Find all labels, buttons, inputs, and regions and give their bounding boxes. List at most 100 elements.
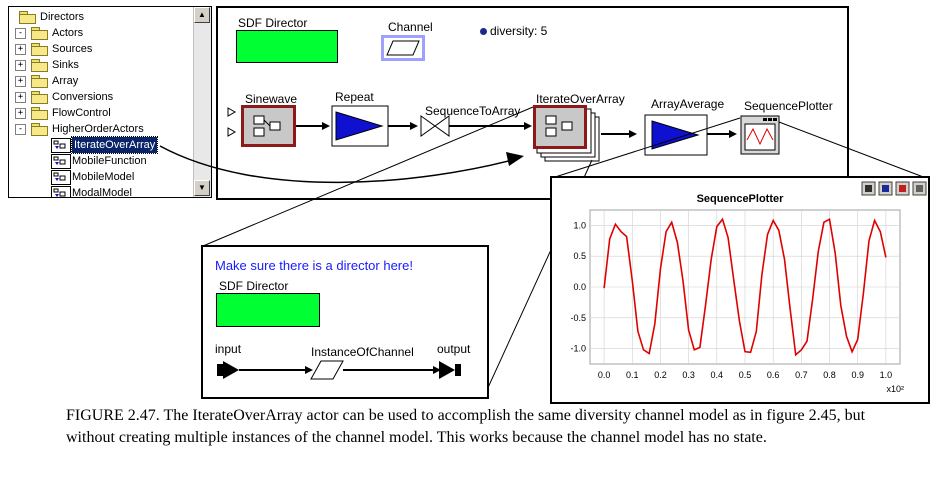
director-note: Make sure there is a director here! — [215, 258, 413, 273]
tree-item-higherorderactors[interactable]: - HigherOrderActors — [9, 121, 193, 137]
actor-icon — [51, 154, 71, 169]
channel-actor[interactable] — [381, 35, 425, 61]
y-tick-label: 1.0 — [573, 220, 586, 230]
actor-icon — [51, 138, 71, 153]
expand-icon[interactable]: + — [15, 44, 26, 55]
scroll-down-icon[interactable]: ▼ — [194, 180, 210, 196]
folder-icon — [31, 107, 48, 120]
tree-item-sinks[interactable]: + Sinks — [9, 57, 193, 73]
tree-item-mobilefunction[interactable]: MobileFunction — [9, 153, 193, 169]
sequence-plotter-label: SequencePlotter — [744, 99, 833, 113]
tree-item-label: Directors — [40, 11, 85, 23]
y-tick-label: -0.5 — [570, 313, 586, 323]
chart-title: SequencePlotter — [697, 193, 785, 205]
expand-icon[interactable]: + — [15, 108, 26, 119]
model-graph — [227, 105, 780, 162]
input-port-icon[interactable] — [217, 361, 239, 379]
array-average-label: ArrayAverage — [651, 97, 725, 111]
collapse-icon[interactable]: - — [15, 124, 26, 135]
x-tick-label: 0.6 — [767, 370, 780, 380]
tree-scrollbar[interactable]: ▲ ▼ — [193, 7, 211, 197]
repeat-actor[interactable] — [331, 105, 389, 147]
sinewave-actor[interactable] — [227, 105, 296, 147]
y-tick-label: 0.5 — [573, 251, 586, 261]
series-line — [603, 217, 887, 357]
format-icon-glyph — [916, 185, 923, 192]
y-tick-label: 0.0 — [573, 282, 586, 292]
inner-model-graph — [217, 360, 461, 380]
folder-icon — [31, 59, 48, 72]
save-icon-glyph — [865, 185, 872, 192]
tree-item-sources[interactable]: +Sources — [9, 41, 193, 57]
diversity-parameter[interactable]: diversity: 5 — [480, 24, 547, 38]
actor-icon — [51, 186, 71, 197]
sequence-plotter-actor[interactable] — [740, 115, 780, 155]
collapse-icon[interactable]: - — [15, 28, 26, 39]
tree-item-label: Array — [52, 75, 79, 87]
output-port-label: output — [437, 342, 471, 356]
input-port-label: input — [215, 342, 242, 356]
x-tick-label: 0.8 — [823, 370, 836, 380]
inner-sdf-director[interactable] — [216, 293, 320, 327]
inner-director-label: SDF Director — [219, 279, 289, 293]
tree-item-label: FlowControl — [52, 107, 111, 119]
tree-item-modalmodel[interactable]: ModalModel — [9, 185, 193, 197]
x-multiplier-label: x10² — [886, 384, 904, 394]
tree-item-directors[interactable]: Directors — [9, 9, 193, 25]
expand-icon[interactable]: + — [15, 76, 26, 87]
folder-icon — [31, 27, 48, 40]
actor-icon — [51, 170, 71, 185]
tree-item-iterateoverarray[interactable]: IterateOverArray — [9, 136, 193, 154]
tree-item-label: IterateOverArray — [70, 136, 159, 154]
tree-item-label: MobileModel — [72, 171, 135, 183]
folder-icon — [19, 11, 36, 24]
reset-icon-glyph — [899, 185, 906, 192]
parallelogram-icon — [386, 40, 420, 56]
tree-item-label: Sinks — [52, 59, 79, 71]
sdf-director[interactable] — [236, 30, 338, 63]
fill-icon-glyph — [882, 185, 889, 192]
parameter-text: diversity: 5 — [490, 24, 548, 38]
figure-caption: FIGURE 2.47. The IterateOverArray actor … — [66, 407, 866, 446]
y-tick-label: -1.0 — [570, 344, 586, 354]
expand-icon[interactable]: + — [15, 60, 26, 71]
director-label: SDF Director — [238, 16, 308, 30]
array-average-actor[interactable] — [644, 114, 708, 156]
iterate-over-array-actor[interactable] — [533, 105, 600, 162]
tree-item-label: Conversions — [52, 91, 114, 103]
tree-item-actors[interactable]: - Actors — [9, 25, 193, 41]
tree-item-label: Actors — [52, 27, 84, 39]
x-tick-label: 1.0 — [880, 370, 893, 380]
expand-icon[interactable]: + — [15, 92, 26, 103]
inner-model-panel[interactable]: Make sure there is a director here! SDF … — [201, 245, 489, 399]
tree-item-label: HigherOrderActors — [52, 123, 144, 135]
sinewave-label: Sinewave — [245, 92, 298, 106]
tree-item-mobilemodel[interactable]: MobileModel — [9, 169, 193, 185]
instance-of-channel-actor[interactable] — [310, 360, 344, 380]
tree-item-label: MobileFunction — [72, 155, 147, 167]
folder-icon — [31, 75, 48, 88]
channel-label: Channel — [388, 20, 433, 34]
sequence-to-array-actor[interactable] — [420, 115, 450, 137]
x-tick-label: 0.9 — [851, 370, 864, 380]
x-tick-label: 0.5 — [739, 370, 752, 380]
model-canvas[interactable]: SDF Director Channel diversity: 5 Sinewa… — [216, 6, 849, 200]
repeat-label: Repeat — [335, 90, 374, 104]
folder-icon — [31, 123, 48, 136]
scroll-up-icon[interactable]: ▲ — [194, 7, 210, 23]
actor-library-tree: Directors-Actors+Sources+Sinks+Array+Con… — [8, 6, 212, 198]
tree-item-array[interactable]: + Array — [9, 73, 193, 89]
x-tick-label: 0.0 — [598, 370, 611, 380]
x-tick-label: 0.1 — [626, 370, 639, 380]
folder-icon — [31, 91, 48, 104]
instance-of-channel-label: InstanceOfChannel — [311, 345, 414, 359]
parameter-dot-icon — [480, 28, 487, 35]
tree-item-conversions[interactable]: + Conversions — [9, 89, 193, 105]
output-port-icon[interactable] — [439, 361, 461, 379]
x-tick-label: 0.3 — [682, 370, 695, 380]
x-tick-label: 0.7 — [795, 370, 808, 380]
tree-item-flowcontrol[interactable]: + FlowControl — [9, 105, 193, 121]
folder-icon — [31, 43, 48, 56]
